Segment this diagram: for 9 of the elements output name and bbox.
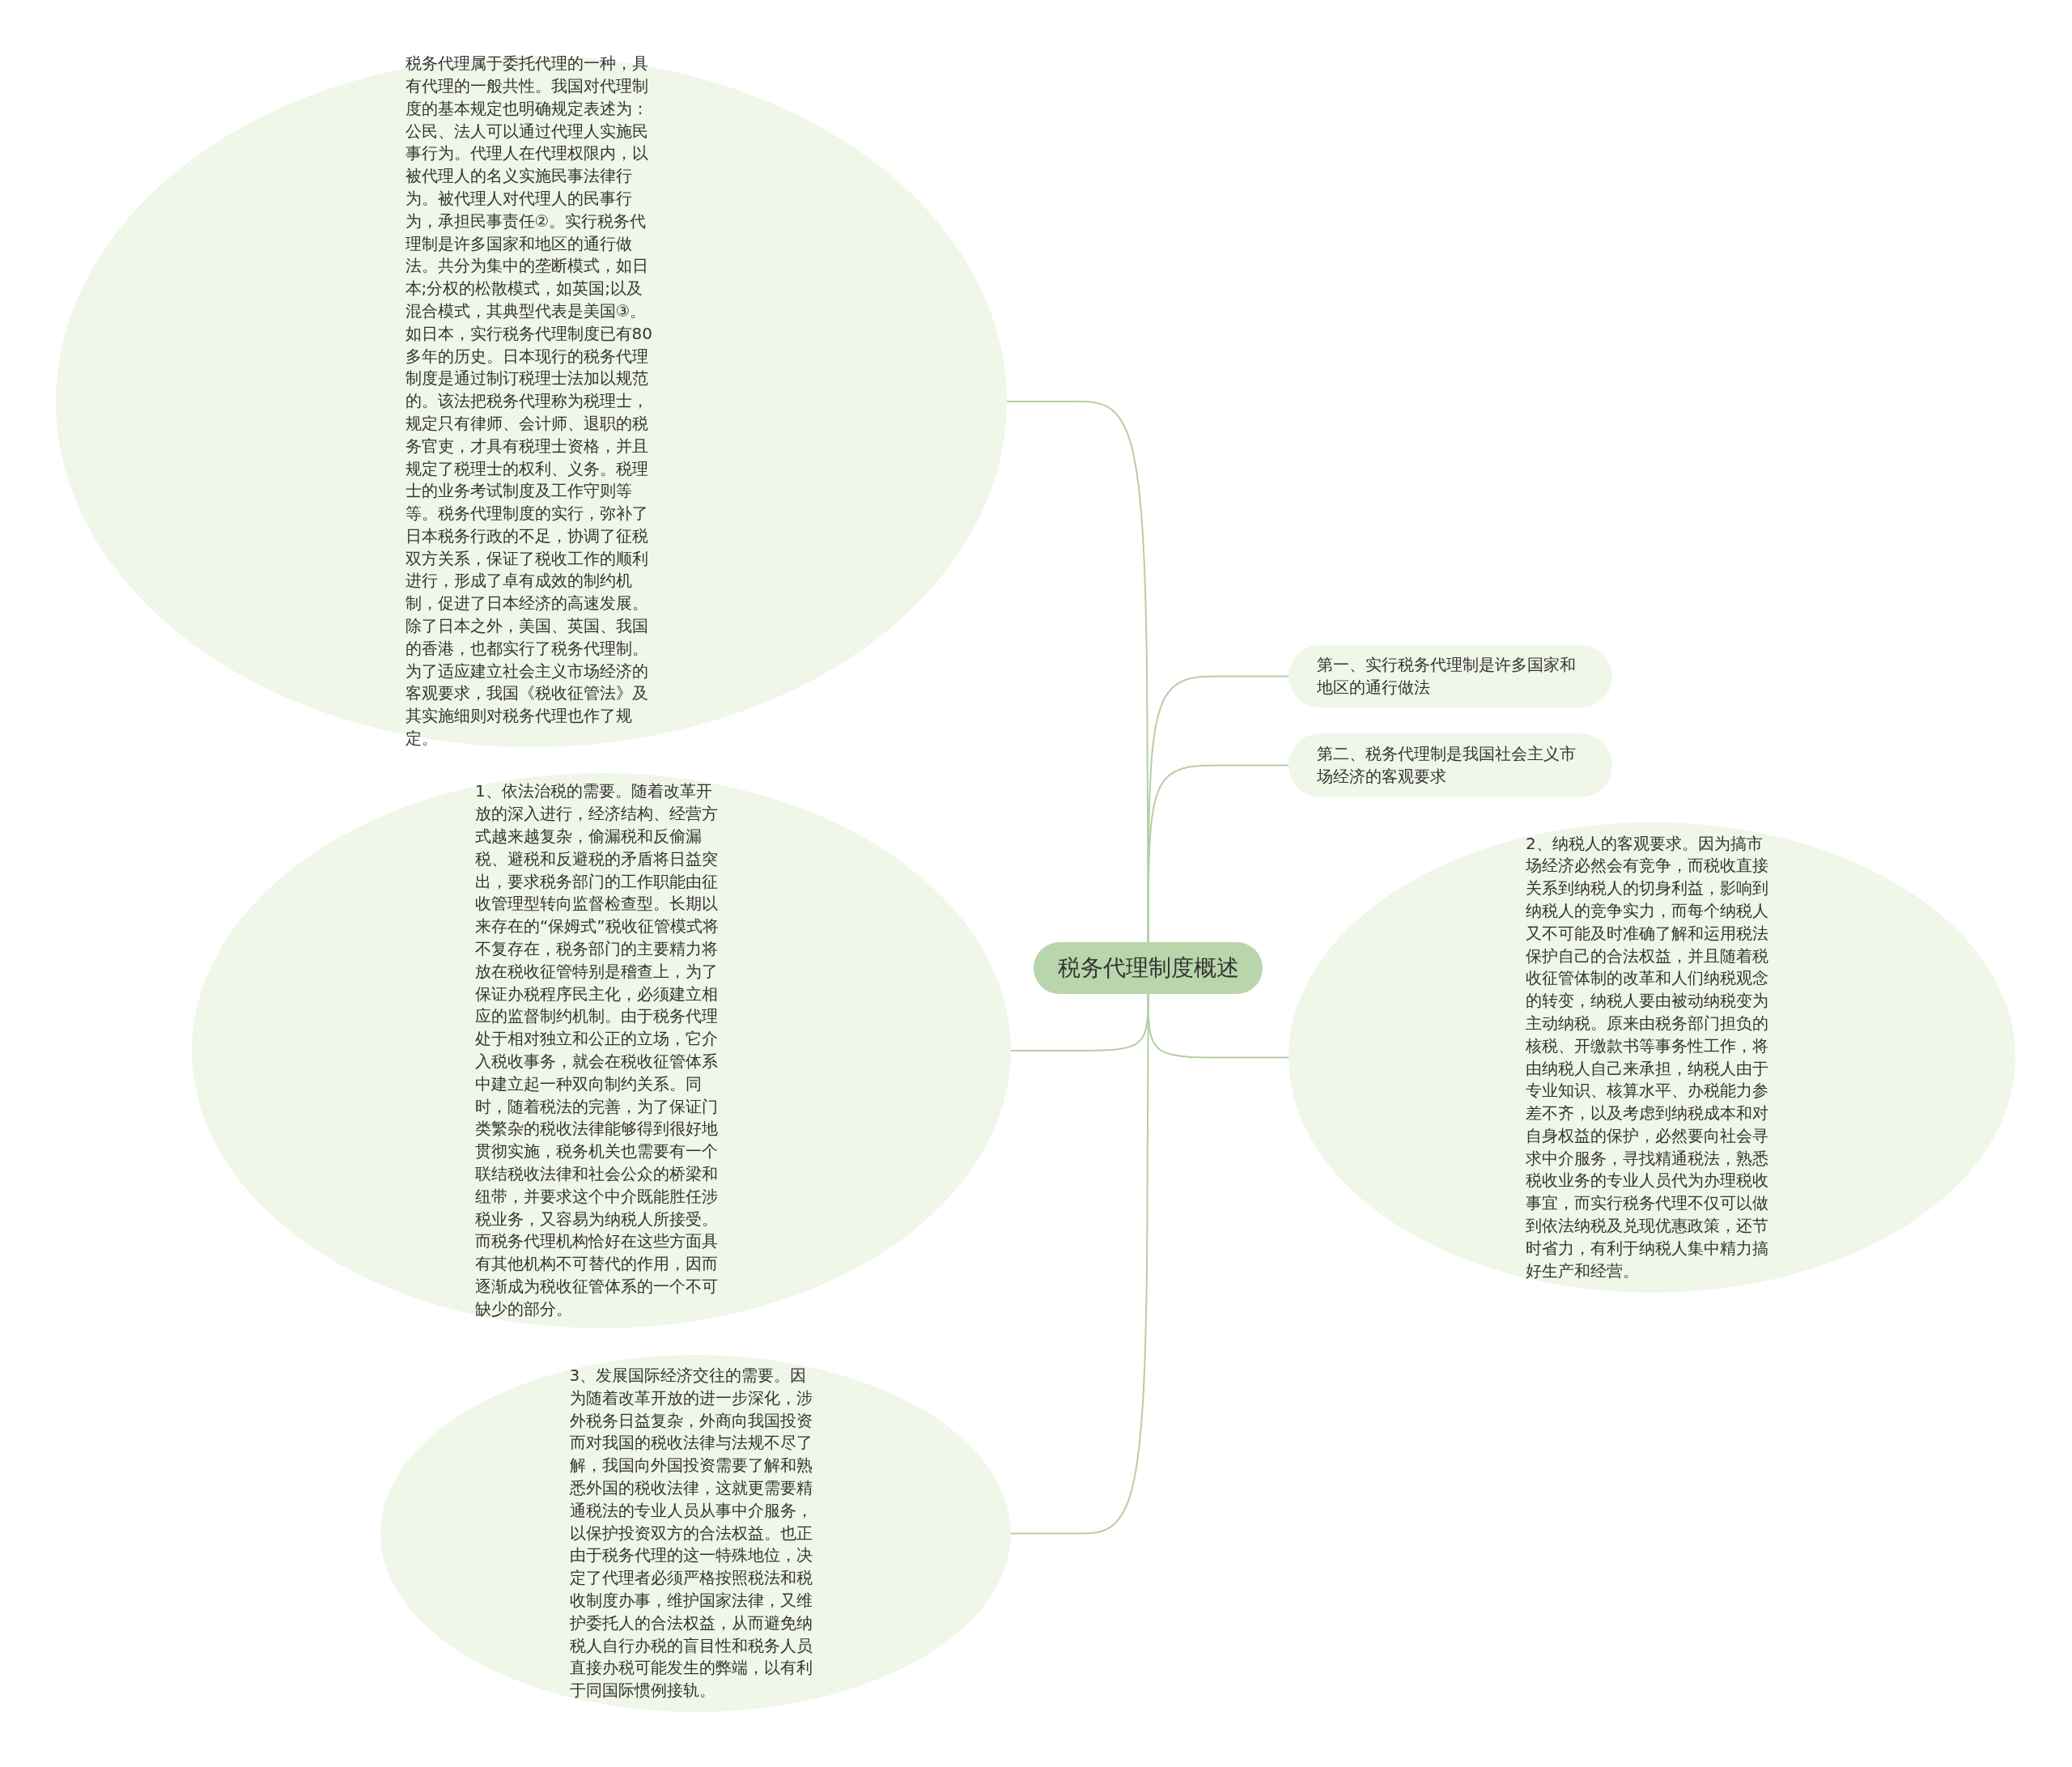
topic-text: 1、依法治税的需要。随着改革开放的深入进行，经济结构、经营方式越来越复杂，偷漏税和反偷漏税、避税和反避税的矛盾将日益突出，要求税务部门的工作职能由征收管理型转向监督检查型。长期以来存在的“保姆式”税收征管模式将不复存在，税务部门的主要精力将放在税收征管特别是稽查上，为了保证办税程序民主化，必须建立相应的监督制约机制。由于税务代理处于相对独立和公正的立场，它介入税收事务，就会在税收征管体系中建立起一种双向制约关系。同时，随着税法的完善，为了保证门类繁杂的税收法律能够得到很好地贯彻实施，税务机关也需要有一个联结税收法律和社会公众的桥梁和纽带，并要求这个中介既能胜任涉税业务，又容易为纳税人所接受。而税务代理机构恰好在这些方面具有其他机构不可替代的作用，因而逐渐成为税收征管体系的一个不可缺少的部分。 xyxy=(475,780,720,1320)
connector-line xyxy=(1010,993,1149,1535)
topic-text: 第一、实行税务代理制是许多国家和地区的通行做法 xyxy=(1317,653,1577,699)
topic-text: 税务代理制度概述 xyxy=(1057,957,1239,979)
topic-text: 3、发展国际经济交往的需要。因为随着改革开放的进一步深化，涉外税务日益复杂，外商向我国投资而对我国的税收法律与法规不尽了解，我国向外国投资需要了解和熟悉外国的税收法律，这就更需要精通税法的专业人员从事中介服务，以保护投资双方的合法权益。也正由于税务代理的这一特殊地位，决定了代理者必须严格按照税法和税收制度办事，维护国家法律，又维护委托人的合法权益，从而避免纳税人自行办税的盲目性和税务人员直接办税可能发生的弊端，以有利于同国际惯例接轨。 xyxy=(569,1365,813,1702)
topic-text: 税务代理属于委托代理的一种，具有代理的一般共性。我国对代理制度的基本规定也明确规定表述为：公民、法人可以通过代理人实施民事行为。代理人在代理权限内，以被代理人的名义实施民事法律行为。被代理人对代理人的民事行为，承担民事责任②。实行税务代理制是许多国家和地区的通行做法。共分为集中的垄断模式，如日本;分权的松散模式，如英国;以及混合模式，其典型代表是美国③。如日本，实行税务代理制度已有80多年的历史。日本现行的税务代理制度是通过制订税理士法加以规范的。该法把税务代理称为税理士，规定只有律师、会计师、退职的税务官吏，才具有税理士资格，并且规定了税理士的权利、义务。税理士的业务考试制度及工作守则等等。税务代理制度的实行，弥补了日本税务行政的不足，协调了征税双方关系，保证了税收工作的顺利进行，形成了卓有成效的制约机制，促进了日本经济的高速发展。除了日本之外，美国、英国、我国的香港，也都实行了税务代理制。为了适应建立社会主义市场经济的客观要求，我国《税收征管法》及其实施细则对税务代理也作了规定。 xyxy=(405,53,653,750)
topic-text: 第二、税务代理制是我国社会主义市场经济的客观要求 xyxy=(1317,742,1577,788)
connector-line xyxy=(1147,764,1289,943)
topic-text: 2、纳税人的客观要求。因为搞市场经济必然会有竞争，而税收直接关系到纳税人的切身利益，影响到纳税人的竞争实力，而每个纳税人又不可能及时准确了解和运用税法保护自己的合法权益，并且随着税收征管体制的改革和人们纳税观念的转变，纳税人要由被动纳税变为主动纳税。原来由税务部门担负的核税、开缴款书等事务性工作，将由纳税人自己来承担，纳税人由于专业知识、核算水平、办税能力参差不齐，以及考虑到纳税成本和对自身权益的保护，必然要向社会寻求中介服务，寻找精通税法，熟悉税收业务的专业人员代为办理税收事宜，而实行税务代理不仅可以做到依法纳税及兑现优惠政策，还节时省力，有利于纳税人集中精力搞好生产和经营。 xyxy=(1526,832,1769,1282)
